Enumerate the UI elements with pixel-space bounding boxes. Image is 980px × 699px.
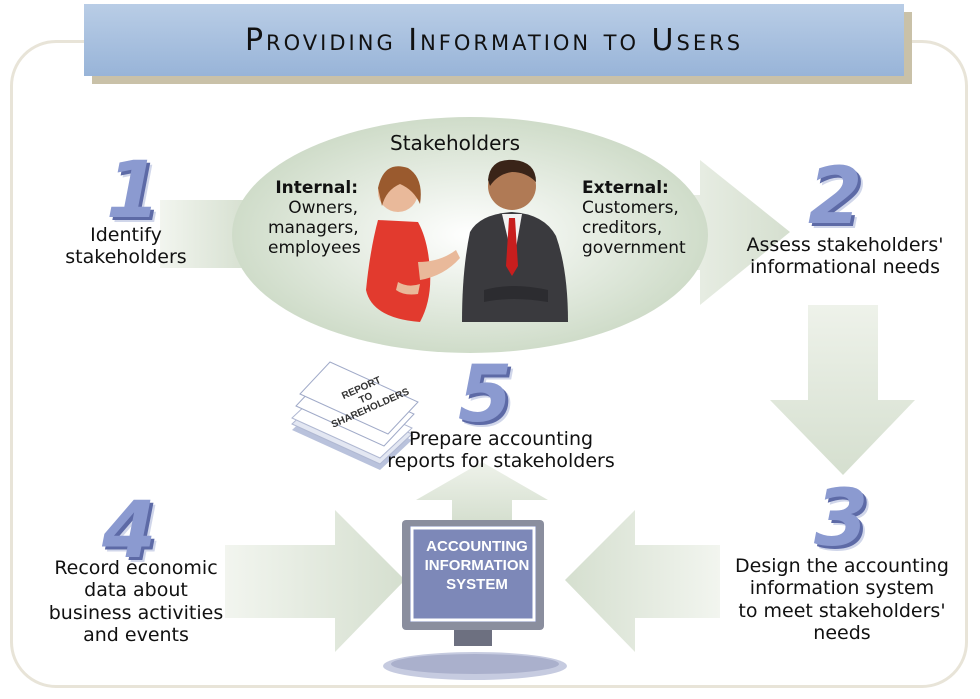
- report-stack: [291, 361, 419, 470]
- external-item: Customers,: [582, 198, 679, 219]
- arrow-step1-to-stakeholders: [160, 200, 250, 268]
- step-label-line: business activities: [48, 601, 224, 624]
- step-label-line: stakeholders: [65, 246, 187, 269]
- step-2-label: Assess stakeholders' informational needs: [742, 234, 948, 279]
- step-4-number: 4: [102, 486, 157, 576]
- arrow-step4-to-system: [225, 510, 405, 652]
- title-banner: Providing Information to Users: [84, 4, 904, 76]
- man-figure: [462, 159, 568, 322]
- arrow-step2-to-step3: [770, 305, 915, 475]
- step-label-line: Design the accounting: [735, 555, 949, 577]
- step-label-line: and events: [83, 624, 189, 647]
- step-1-label: Identify stakeholders: [56, 224, 196, 269]
- woman-figure: [366, 166, 460, 322]
- arrow-step3-to-system: [565, 510, 720, 652]
- step-label-line: Prepare accounting: [408, 428, 594, 450]
- step-1-number: 1: [106, 146, 161, 236]
- step-5-label: Prepare accounting reports for stakehold…: [376, 428, 626, 473]
- computer: [383, 520, 567, 680]
- external-stakeholders: External: Customers, creditors, governme…: [582, 178, 692, 258]
- step-label-line: Identify: [90, 224, 162, 246]
- computer-screen-text: ACCOUNTING INFORMATION SYSTEM: [418, 538, 536, 594]
- step-label-line: needs: [813, 622, 871, 645]
- step-label-line: information system: [749, 577, 935, 600]
- step-3-number: 3: [814, 474, 869, 564]
- external-item: government: [582, 238, 686, 259]
- step-label-line: data about: [84, 579, 188, 602]
- internal-item: employees: [268, 238, 361, 259]
- internal-stakeholders: Internal: Owners, managers, employees: [268, 178, 361, 259]
- step-label-line: Record economic: [54, 557, 218, 579]
- arrow-system-to-step5: [416, 462, 548, 522]
- screen-line: INFORMATION: [424, 556, 530, 574]
- step-5-number: 5: [458, 350, 513, 440]
- internal-item: managers,: [268, 218, 359, 239]
- stakeholders-title: Stakeholders: [390, 131, 521, 155]
- step-label-line: Assess stakeholders': [746, 234, 944, 256]
- step-label-line: informational needs: [750, 256, 940, 279]
- internal-label: Internal:: [275, 178, 358, 198]
- step-label-line: reports for stakeholders: [387, 450, 615, 473]
- external-item: creditors,: [582, 218, 663, 239]
- step-3-label: Design the accounting information system…: [728, 555, 956, 645]
- step-2-number: 2: [808, 152, 863, 242]
- page-title: Providing Information to Users: [244, 22, 744, 58]
- internal-item: Owners,: [288, 198, 358, 219]
- step-label-line: to meet stakeholders': [738, 599, 946, 622]
- screen-line: SYSTEM: [446, 575, 508, 593]
- step-4-label: Record economic data about business acti…: [38, 557, 234, 647]
- external-label: External:: [582, 178, 669, 198]
- screen-line: ACCOUNTING: [426, 538, 528, 555]
